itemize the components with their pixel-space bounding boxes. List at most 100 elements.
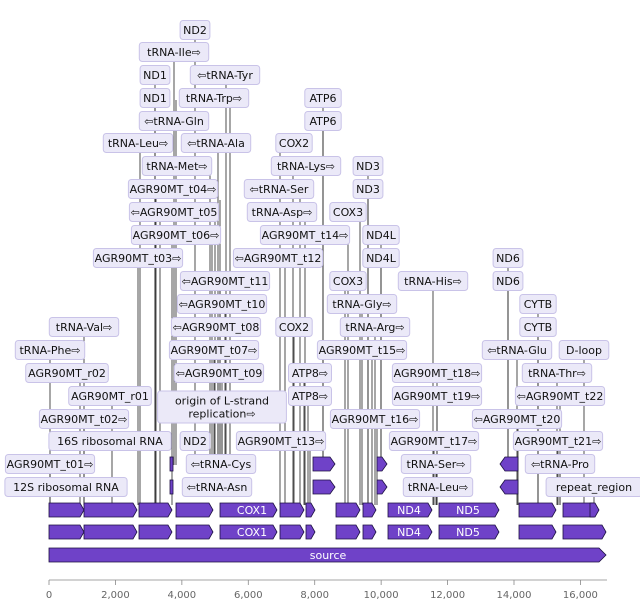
feature-name: ⇦tRNA-Gln — [144, 115, 204, 128]
feature-arrow — [589, 502, 600, 518]
feature-name: ⇦AGR90MT_t05 — [131, 206, 218, 219]
feature-arrow — [219, 502, 278, 518]
feature-name: ⇦tRNA-Asn — [187, 481, 248, 494]
feature-label-box — [179, 271, 271, 291]
feature-name: ⇦AGR90MT_t22 — [517, 390, 604, 403]
feature-name: AGR90MT_t17⇨ — [391, 435, 478, 448]
feature-label-box — [481, 340, 553, 360]
feature-name: ⇦AGR90MT_t08 — [173, 321, 260, 334]
feature-arrow — [518, 502, 557, 518]
feature-name: ⇦tRNA-Glu — [487, 344, 547, 357]
feature-label: COX1 — [237, 526, 267, 539]
feature-arrow — [312, 456, 336, 472]
feature-label-box — [4, 454, 96, 474]
feature-arrow — [305, 524, 316, 540]
feature-arrow — [518, 524, 557, 540]
feature-arrow — [138, 524, 173, 540]
feature-name: ⇦AGR90MT_t09 — [176, 367, 263, 380]
feature-arrow — [387, 502, 433, 518]
feature-name: AGR90MT_t04⇨ — [130, 183, 217, 196]
axis-tick-label: 12,000 — [430, 590, 465, 601]
feature-label-box — [138, 42, 210, 62]
feature-label-box — [329, 271, 367, 291]
feature-arrow — [279, 502, 305, 518]
feature-label-box — [519, 294, 557, 314]
feature-label-box — [232, 248, 324, 268]
feature-name: AGR90MT_t07⇨ — [171, 344, 258, 357]
feature-name: AGR90MT_t15⇨ — [319, 344, 406, 357]
feature-label-box — [339, 317, 411, 337]
feature-label-box — [127, 179, 219, 199]
feature-label-box — [102, 133, 174, 153]
feature-arrow — [499, 479, 519, 495]
feature-name: 12S ribosomal RNA — [13, 481, 119, 494]
feature-label-box — [558, 340, 610, 360]
feature-name: repeat_region — [556, 481, 632, 494]
feature-arrow — [219, 524, 278, 540]
feature-label-box — [157, 390, 287, 424]
feature-name: ⇦tRNA-Ser — [250, 183, 309, 196]
feature-arrow — [335, 524, 361, 540]
feature-name: ⇦AGR90MT_t10 — [179, 298, 266, 311]
feature-name: ATP6 — [309, 92, 336, 105]
feature-label-box — [362, 248, 400, 268]
axis-tick-label: 8,000 — [300, 590, 329, 601]
feature-label-box — [492, 248, 524, 268]
feature-name: ⇦AGR90MT_t20 — [474, 413, 561, 426]
feature-label-box — [235, 431, 327, 451]
source-feature — [48, 547, 607, 563]
feature-arrow — [362, 524, 377, 540]
axis-tick-label: 14,000 — [497, 590, 532, 601]
feature-label-box — [304, 111, 342, 131]
feature-label-box — [519, 317, 557, 337]
feature-label-box — [400, 454, 472, 474]
feature-name: tRNA-Ser⇨ — [407, 458, 466, 471]
feature-label-box — [168, 340, 260, 360]
feature-label-box — [178, 88, 250, 108]
feature-label-box — [141, 156, 213, 176]
feature-label-box — [176, 294, 268, 314]
feature-name: COX2 — [279, 137, 309, 150]
feature-label-box — [402, 477, 474, 497]
feature-name: ND6 — [496, 275, 520, 288]
feature-name: AGR90MT_t18⇨ — [394, 367, 481, 380]
feature-name: AGR90MT_t06⇨ — [133, 229, 220, 242]
feature-name: tRNA-Leu⇨ — [108, 137, 168, 150]
feature-name: CYTB — [524, 298, 552, 311]
feature-name: ⇦tRNA-Pro — [531, 458, 589, 471]
feature-name: COX2 — [279, 321, 309, 334]
feature-name: tRNA-Met⇨ — [146, 160, 207, 173]
feature-label-box — [471, 409, 563, 429]
feature-name: tRNA-Leu⇨ — [408, 481, 468, 494]
feature-name: ⇦AGR90MT_t11 — [182, 275, 269, 288]
feature-label-box — [189, 65, 261, 85]
feature-name: COX3 — [333, 275, 363, 288]
feature-label-box — [128, 202, 220, 222]
feature-name: AGR90MT_r01 — [71, 390, 149, 403]
feature-arrow — [138, 502, 173, 518]
feature-name: AGR90MT_t13⇨ — [238, 435, 325, 448]
feature-label-box — [329, 409, 421, 429]
feature-label-box — [288, 386, 332, 406]
feature-arrow — [175, 502, 214, 518]
feature-label-box — [138, 111, 210, 131]
feature-label-box — [259, 225, 351, 245]
axis-tick-label: 16,000 — [563, 590, 598, 601]
feature-arrow — [376, 456, 388, 472]
feature-label-box — [524, 454, 596, 474]
feature-label-box — [545, 477, 640, 497]
feature-label-box — [92, 248, 184, 268]
feature-name: ATP8⇨ — [292, 390, 328, 403]
feature-name: ⇦tRNA-Cys — [191, 458, 252, 471]
feature-arrow — [362, 502, 377, 518]
feature-label: ND5 — [456, 526, 480, 539]
feature-name: ND2 — [183, 24, 207, 37]
feature-label-box — [521, 363, 593, 383]
feature-label-box — [68, 386, 152, 406]
feature-label-box — [181, 477, 253, 497]
feature-name: tRNA-His⇨ — [404, 275, 462, 288]
feature-label-box — [288, 363, 332, 383]
